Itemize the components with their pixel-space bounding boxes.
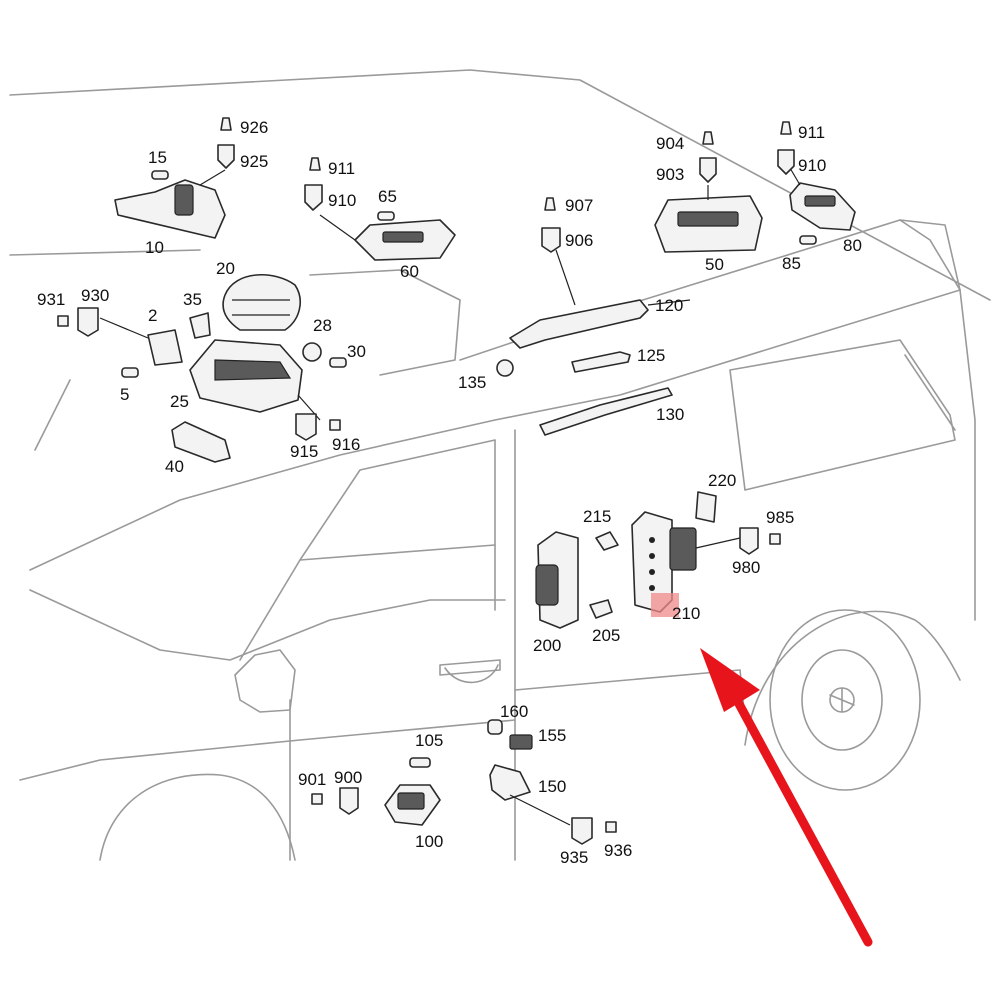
part-20 <box>222 274 301 331</box>
callout-150: 150 <box>538 777 566 796</box>
callout-980: 980 <box>732 558 760 577</box>
callout-930: 930 <box>81 286 109 305</box>
callout-900: 900 <box>334 768 362 787</box>
part-80 <box>789 167 856 231</box>
callout-125: 125 <box>637 346 665 365</box>
connector-925 <box>217 117 235 169</box>
callout-910-right: 910 <box>798 156 826 175</box>
callout-160: 160 <box>500 702 528 721</box>
callout-120: 120 <box>655 296 683 315</box>
callout-130: 130 <box>656 405 684 424</box>
highlight-210 <box>651 593 679 617</box>
connector-910b <box>777 121 795 175</box>
part-30-bulb <box>329 357 347 368</box>
part-15-bulb <box>151 170 169 180</box>
callout-80: 80 <box>843 236 862 255</box>
callout-205: 205 <box>592 626 620 645</box>
part-155 <box>509 734 533 750</box>
callout-100: 100 <box>415 832 443 851</box>
callout-15: 15 <box>148 148 167 167</box>
callout-50: 50 <box>705 255 724 274</box>
callout-30: 30 <box>347 342 366 361</box>
part-85-bulb <box>799 235 817 245</box>
callout-20: 20 <box>216 259 235 278</box>
callout-915: 915 <box>290 442 318 461</box>
callout-28: 28 <box>313 316 332 335</box>
callout-931: 931 <box>37 290 65 309</box>
callout-40: 40 <box>165 457 184 476</box>
callout-labels: 15 926 925 10 911 910 65 60 907 906 904 … <box>37 118 862 867</box>
callout-210: 210 <box>672 604 700 623</box>
callout-220: 220 <box>708 471 736 490</box>
callout-105: 105 <box>415 731 443 750</box>
part-100 <box>384 784 441 826</box>
part-200 <box>535 531 579 629</box>
part-220 <box>695 491 717 523</box>
callout-911-right: 911 <box>798 123 825 142</box>
part-5-bulb <box>121 367 139 378</box>
callout-35: 35 <box>183 290 202 309</box>
connector-903 <box>699 131 717 183</box>
pointer-arrow-icon <box>700 648 873 947</box>
part-105-bulb <box>409 757 431 768</box>
part-130 <box>539 387 673 436</box>
part-210 <box>631 511 741 613</box>
part-120 <box>509 249 691 349</box>
callout-135: 135 <box>458 373 486 392</box>
part-2 <box>99 317 183 366</box>
callout-936: 936 <box>604 841 632 860</box>
callout-5: 5 <box>120 385 129 404</box>
part-10 <box>114 169 226 239</box>
callout-2: 2 <box>148 306 157 325</box>
callout-10: 10 <box>145 238 164 257</box>
connector-910a <box>304 157 323 211</box>
part-65-bulb <box>377 211 395 221</box>
callout-155: 155 <box>538 726 566 745</box>
part-35 <box>189 312 211 339</box>
part-125 <box>571 351 631 373</box>
part-28 <box>302 342 322 362</box>
callout-916: 916 <box>332 435 360 454</box>
callout-911-left: 911 <box>328 159 355 178</box>
part-25 <box>189 339 321 421</box>
callout-215: 215 <box>583 507 611 526</box>
callout-907: 907 <box>565 196 593 215</box>
callout-985: 985 <box>766 508 794 527</box>
callout-200: 200 <box>533 636 561 655</box>
part-60 <box>319 214 456 261</box>
part-160-bulb <box>487 719 503 735</box>
part-40 <box>171 421 231 463</box>
callout-901: 901 <box>298 770 326 789</box>
part-215 <box>595 531 619 551</box>
callout-60: 60 <box>400 262 419 281</box>
connector-900 <box>311 787 359 815</box>
callout-925: 925 <box>240 152 268 171</box>
connector-906 <box>541 197 561 253</box>
connector-915 <box>295 413 341 441</box>
callout-65: 65 <box>378 187 397 206</box>
callout-906: 906 <box>565 231 593 250</box>
connector-935 <box>571 817 617 845</box>
connector-930 <box>57 307 99 337</box>
connector-980 <box>739 527 781 555</box>
callout-935: 935 <box>560 848 588 867</box>
callout-85: 85 <box>782 254 801 273</box>
callout-926: 926 <box>240 118 268 137</box>
callout-25: 25 <box>170 392 189 411</box>
part-150 <box>489 764 571 826</box>
callout-903: 903 <box>656 165 684 184</box>
part-135 <box>496 359 514 377</box>
callout-904: 904 <box>656 134 684 153</box>
van-body-outline <box>9 69 991 861</box>
callout-910-left: 910 <box>328 191 356 210</box>
part-50 <box>654 185 763 253</box>
part-205 <box>589 599 613 619</box>
